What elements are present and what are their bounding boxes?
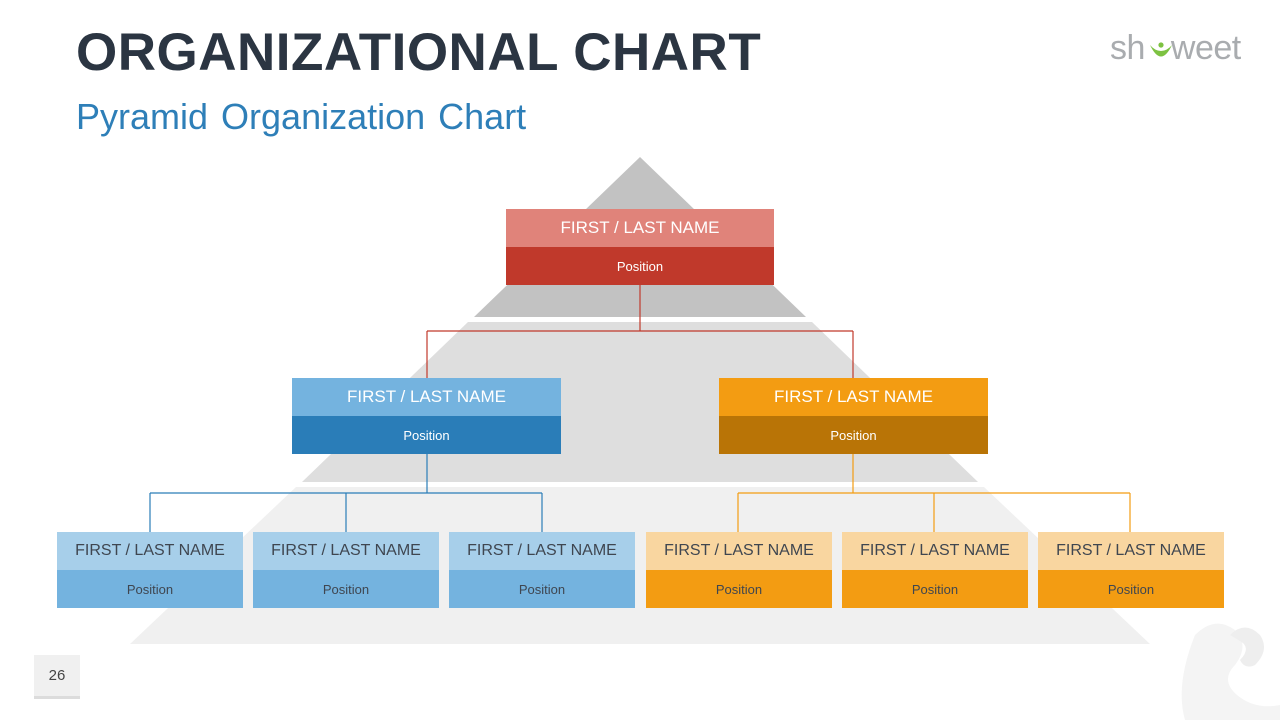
org-position: Position [292,416,561,454]
org-position: Position [719,416,988,454]
org-position: Position [506,247,774,285]
slide-number: 26 [34,655,80,699]
org-position: Position [57,570,243,608]
org-name: FIRST / LAST NAME [1038,532,1224,570]
connector-left [149,454,543,532]
org-position: Position [449,570,635,608]
connector-top [426,285,854,378]
org-box-bottom-right-2: FIRST / LAST NAME Position [842,532,1028,608]
org-box-mid-right: FIRST / LAST NAME Position [719,378,988,454]
org-name: FIRST / LAST NAME [292,378,561,416]
org-position: Position [646,570,832,608]
logo-smile-icon [1150,42,1172,57]
slide-subtitle: Pyramid Organization Chart [76,96,527,137]
org-position: Position [842,570,1028,608]
org-name: FIRST / LAST NAME [719,378,988,416]
org-position: Position [1038,570,1224,608]
org-name: FIRST / LAST NAME [253,532,439,570]
org-box-bottom-left-2: FIRST / LAST NAME Position [253,532,439,608]
connector-right [737,454,1131,532]
slide-title: ORGANIZATIONAL CHART [76,23,762,82]
org-name: FIRST / LAST NAME [506,209,774,247]
watermark-logo-icon [1181,623,1280,720]
org-name: FIRST / LAST NAME [646,532,832,570]
org-name: FIRST / LAST NAME [842,532,1028,570]
org-box-bottom-left-3: FIRST / LAST NAME Position [449,532,635,608]
org-name: FIRST / LAST NAME [57,532,243,570]
org-box-bottom-left-1: FIRST / LAST NAME Position [57,532,243,608]
org-box-top: FIRST / LAST NAME Position [506,209,774,285]
org-box-mid-left: FIRST / LAST NAME Position [292,378,561,454]
org-position: Position [253,570,439,608]
org-box-bottom-right-1: FIRST / LAST NAME Position [646,532,832,608]
org-box-bottom-right-3: FIRST / LAST NAME Position [1038,532,1224,608]
org-name: FIRST / LAST NAME [449,532,635,570]
